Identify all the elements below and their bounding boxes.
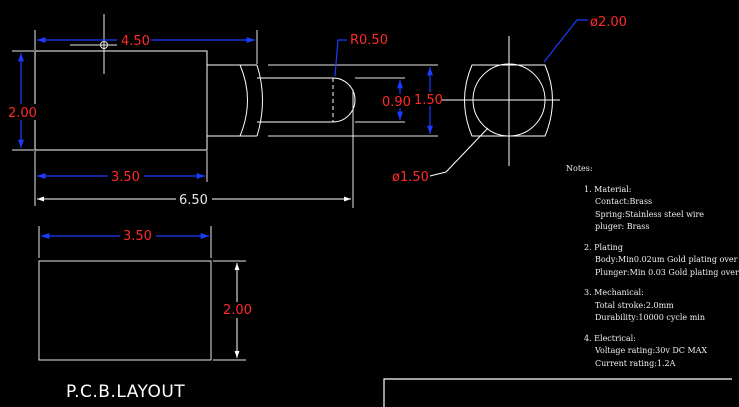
- notes-section-electrical: 4. Electrical:: [584, 333, 636, 343]
- title-block-frame: [383, 378, 732, 407]
- barrel-end: [256, 64, 263, 137]
- label-neck-dia: 1.50: [414, 93, 443, 108]
- notes-line: Durability:10000 cycle min: [595, 313, 705, 322]
- label-pcb-width: 3.50: [123, 229, 152, 244]
- label-overall-length: 6.50: [179, 193, 208, 208]
- barrel-groove: [239, 64, 248, 137]
- label-outer-dia: ø2.00: [590, 15, 627, 30]
- notes-line: Total stroke:2.0mm: [595, 300, 674, 310]
- label-seat-length: 3.50: [111, 170, 140, 185]
- end-view-outer: [464, 64, 553, 137]
- notes-line: Spring:Stainless steel wire: [595, 209, 705, 219]
- notes-line: Body:Min0.02um Gold plating over: [595, 255, 738, 264]
- label-pcb-height: 2.00: [223, 303, 252, 318]
- notes-section-material: 1. Material:: [584, 184, 632, 194]
- dim-radius-leader: [334, 39, 347, 77]
- notes-line: Voltage rating:30v DC MAX: [595, 346, 708, 355]
- end-view: [429, 36, 560, 177]
- notes-heading: Notes:: [566, 164, 593, 173]
- notes-section-mechanical: 3. Mechanical:: [584, 288, 644, 297]
- dim-inner-dia-leader: [429, 127, 489, 177]
- notes-block: Notes: 1. Material: Contact:Brass Spring…: [566, 163, 739, 370]
- pin-barrel: [206, 64, 257, 137]
- pin-body: [34, 50, 208, 151]
- notes-line: Current rating:1.2A: [595, 358, 676, 368]
- label-body-length: 4.50: [121, 34, 150, 49]
- notes-line: Plunger:Min 0.03 Gold plating over: [595, 267, 739, 277]
- label-body-height: 2.00: [8, 106, 37, 121]
- pcb-layout-title: P.C.B.LAYOUT: [66, 382, 185, 402]
- extension-lines: [12, 14, 438, 208]
- label-plunger-dia: 0.90: [382, 95, 411, 110]
- notes-line: pluger: Brass: [595, 222, 650, 231]
- plunger: [257, 77, 356, 123]
- label-tip-radius: R0.50: [350, 33, 388, 48]
- notes-section-plating: 2. Plating: [584, 242, 623, 252]
- side-view: [34, 50, 356, 151]
- pcb-pad: [38, 260, 212, 361]
- pcb-layout: [38, 226, 246, 361]
- dim-outer-dia-leader: [543, 19, 588, 63]
- dimension-lines: [18, 19, 588, 179]
- label-inner-dia: ø1.50: [392, 170, 429, 185]
- notes-line: Contact:Brass: [595, 197, 653, 206]
